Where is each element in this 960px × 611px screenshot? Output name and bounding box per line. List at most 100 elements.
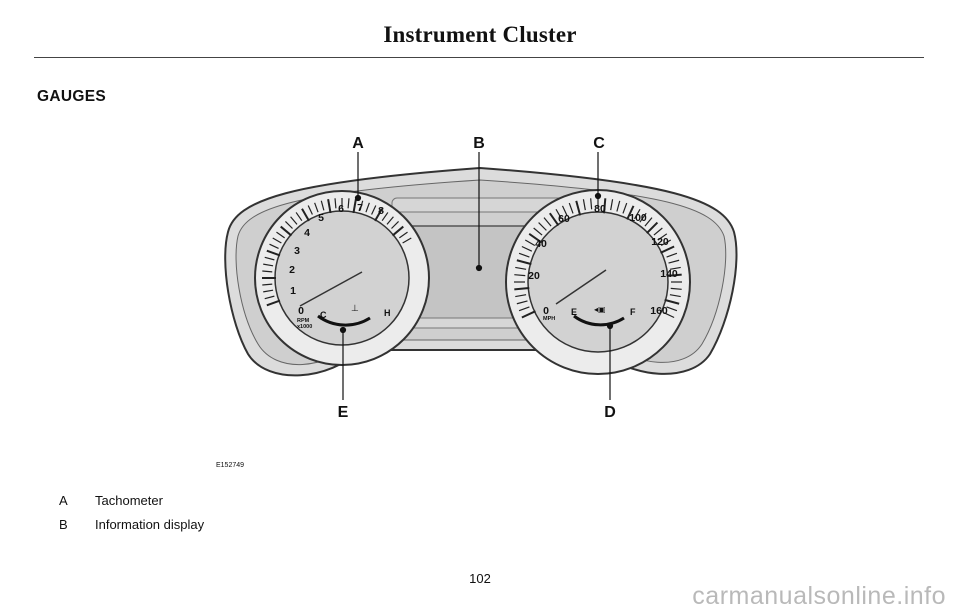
speed-number: 160 [650, 305, 668, 317]
gauge-tick [262, 270, 273, 273]
gauge-tick [664, 298, 680, 305]
gauge-tick [644, 217, 653, 227]
temp-cold-label: C [320, 310, 327, 320]
callout-dot-c [594, 192, 602, 200]
gauge-tick [626, 205, 635, 220]
gauge-tick [669, 294, 681, 298]
gauge-tick [290, 216, 298, 225]
temp-hot-label: H [384, 308, 391, 318]
callout-label-a: A [352, 135, 364, 152]
gauge-tick [669, 266, 681, 270]
gauge-tick [266, 249, 281, 257]
gauge-tick [398, 231, 408, 239]
speed-number: 20 [528, 270, 540, 282]
gauge-tick [549, 212, 560, 227]
gauge-tick [262, 283, 273, 286]
tachometer-ticks [262, 198, 412, 307]
gauge-tick [603, 198, 607, 214]
gauge-tick [610, 199, 614, 211]
speed-number: 120 [651, 236, 669, 248]
tachometer-numbers: 0 1 2 3 4 5 6 7 8 [289, 202, 384, 317]
gauge-tick [352, 199, 357, 214]
gauge-tick [266, 299, 281, 307]
gauge-tick [543, 217, 552, 227]
callout-dot-b [475, 264, 483, 272]
gauge-tick [622, 202, 628, 214]
tach-number: 7 [357, 202, 363, 214]
header-rule [34, 57, 924, 58]
gauge-tick [516, 300, 528, 305]
gauge-tick [528, 233, 543, 244]
gauge-tick [660, 245, 675, 254]
gauge-tick [646, 221, 659, 234]
gauge-tick [280, 225, 293, 237]
gauge-tick [670, 287, 682, 290]
tachometer-needle [299, 271, 363, 307]
gauge-tick [568, 202, 574, 214]
speedometer-ticks [514, 198, 682, 319]
speed-number: 60 [558, 213, 570, 225]
gauge-tick [633, 208, 641, 220]
legend-text: Information display [95, 517, 205, 532]
gauge-tick [538, 222, 547, 231]
callout-dot-a [354, 194, 362, 202]
gauge-tick [668, 259, 680, 264]
gauge-tick [320, 200, 325, 211]
tach-number: 8 [378, 205, 384, 217]
gauge-tick [533, 227, 543, 236]
gauge-tick [307, 205, 313, 215]
speed-unit-mph: MPH [543, 316, 555, 322]
fuel-empty-label: E [571, 307, 577, 317]
callout-dot-e [339, 326, 347, 334]
gauge-tick [666, 306, 678, 312]
gauge-tick [359, 200, 364, 211]
gauge-tick [514, 274, 526, 277]
speed-number: 40 [535, 238, 547, 250]
gauge-tick [264, 295, 275, 300]
gauge-tick [386, 216, 394, 225]
legend-letter: B [59, 517, 68, 532]
gauge-tick [515, 266, 527, 270]
gauge-tick [590, 198, 593, 210]
tach-number: 4 [304, 227, 310, 239]
gauge-tick [334, 198, 337, 209]
gauge-tick [666, 252, 678, 258]
legend-letter: A [59, 493, 68, 508]
tach-unit-rpm: RPM [297, 318, 310, 324]
page-header-title: Instrument Cluster [383, 22, 577, 47]
callout-label-e: E [338, 404, 349, 421]
gauge-tick [515, 294, 527, 298]
callout-dot-d [606, 322, 614, 330]
tach-unit-x1000: x1000 [297, 324, 312, 330]
callout-leaders [339, 152, 614, 400]
tach-number: 1 [290, 285, 296, 297]
fuel-pump-icon: ◂▣ [594, 305, 606, 314]
legend-text: Tachometer [95, 493, 163, 508]
page-number: 102 [469, 571, 491, 586]
gauge-tick [391, 225, 404, 237]
gauge-tick [514, 287, 530, 291]
gauge-tick [666, 273, 682, 277]
gauge-tick [639, 212, 647, 223]
temperature-arc [317, 314, 371, 327]
gauge-tick [663, 312, 675, 319]
speed-number: 80 [594, 203, 606, 215]
gauge-tick [347, 198, 350, 209]
gauge-tick [272, 237, 282, 244]
gauge-tick [524, 239, 536, 247]
gauge-tick [374, 208, 383, 222]
gauge-tick [521, 310, 536, 319]
tach-number: 2 [289, 264, 295, 276]
fuel-arc [573, 314, 625, 327]
gauge-tick [575, 200, 582, 216]
tach-number: 0 [298, 305, 304, 317]
callout-label-d: D [604, 404, 616, 421]
gauge-tick [521, 245, 533, 252]
tach-number: 6 [338, 203, 344, 215]
gauge-tick [616, 200, 621, 212]
speed-number: 0 [543, 305, 549, 317]
gauge-tick [582, 199, 586, 211]
speedometer-face [527, 211, 669, 353]
gauge-tick [381, 212, 389, 222]
